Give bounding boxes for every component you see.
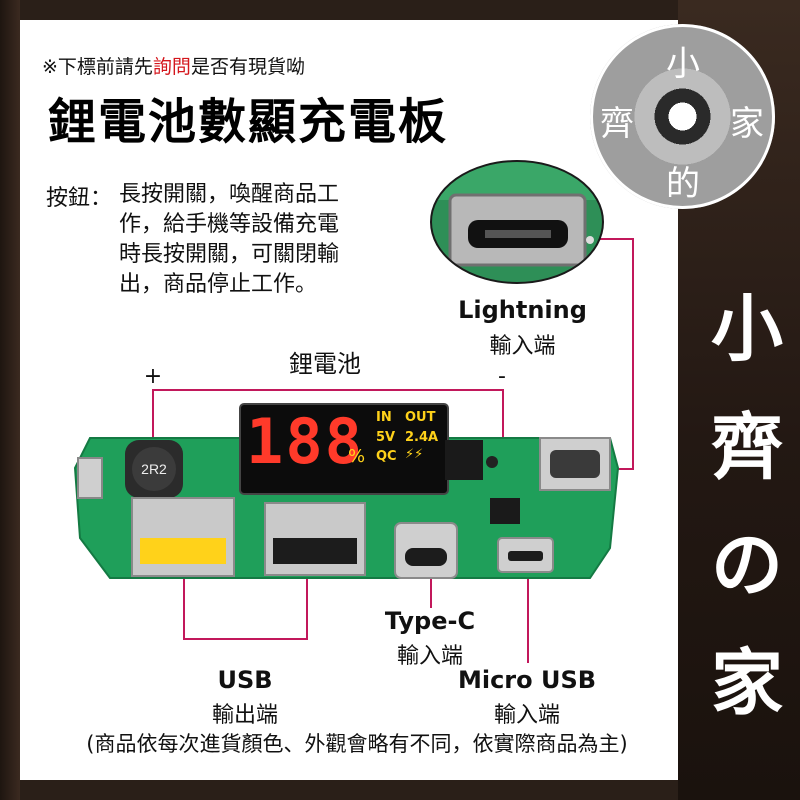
button-description: 長按開關，喚醒商品工 作，給手機等設備充電 時長按開關，可關閉輸 出，商品停止工…	[119, 180, 419, 300]
battery-plus: +	[143, 364, 163, 389]
display-out: OUT	[405, 410, 436, 425]
notice-highlight: 詢問	[152, 56, 191, 78]
button-line-1: 長按開關，喚醒商品工	[119, 182, 340, 207]
usb-line-bottom	[183, 638, 308, 640]
button-line-4: 出，商品停止工作。	[119, 272, 318, 297]
usb-port-yellow	[131, 497, 235, 577]
brand-logo: 小 齊 家 的	[590, 24, 775, 209]
typec-sub: 輸入端	[396, 644, 463, 669]
brand-char-2: 齊	[710, 405, 783, 489]
display-bolt-icon: ⚡⚡	[405, 447, 424, 462]
usb-sub: 輸出端	[211, 703, 278, 728]
brand-vertical-text: 小 齊 の 家	[700, 270, 794, 742]
button-line-2: 作，給手機等設備充電	[119, 212, 340, 237]
usb-line-left	[183, 578, 185, 640]
lightning-line-bottom	[606, 468, 634, 470]
display-qc: QC	[376, 449, 397, 464]
micro-usb-label: Micro USB	[457, 666, 597, 694]
product-title: 鋰電池數顯充電板	[48, 94, 449, 150]
pcb-board: 2R2	[73, 403, 620, 579]
lightning-label: Lightning	[458, 296, 587, 324]
white-panel	[20, 20, 678, 780]
footer-disclaimer: (商品依每次進貨顏色、外觀會略有不同，依實際商品為主)	[86, 732, 628, 756]
logo-char-left: 齊	[600, 104, 634, 144]
display-digits: 188	[246, 405, 364, 478]
lightning-line-top	[598, 238, 634, 240]
display-5v: 5V	[376, 430, 396, 445]
battery-line-top	[152, 389, 504, 391]
micro-line	[527, 578, 529, 663]
port-zoom-inset	[430, 160, 604, 284]
logo-char-top: 小	[666, 44, 700, 84]
battery-line-left	[152, 389, 154, 449]
battery-line-right	[502, 389, 504, 444]
inductor-label: 2R2	[141, 461, 167, 477]
battery-label: 鋰電池	[289, 350, 361, 378]
button-label: 按鈕：	[46, 186, 113, 211]
typec-line	[430, 578, 432, 608]
lightning-sub: 輸入端	[489, 334, 556, 359]
button-line-3: 時長按開關，可關閉輸	[119, 242, 340, 267]
battery-minus: -	[498, 364, 506, 389]
brand-char-4: 家	[710, 641, 783, 725]
logo-char-bottom: 的	[666, 164, 700, 204]
lightning-line-vertical	[632, 238, 634, 470]
order-notice: ※下標前請先詢問是否有現貨呦	[42, 52, 305, 79]
brand-char-1: 小	[710, 287, 783, 371]
notice-prefix: ※下標前請先	[42, 56, 153, 78]
left-frame	[0, 0, 20, 800]
typec-label: Type-C	[384, 607, 476, 635]
notice-suffix: 是否有現貨呦	[190, 56, 305, 78]
logo-char-right: 家	[730, 104, 764, 144]
brand-char-3: の	[710, 523, 783, 607]
display-percent: %	[348, 446, 366, 467]
side-switch	[77, 457, 103, 499]
usb-line-right	[306, 578, 308, 640]
display-24a: 2.4A	[405, 430, 439, 445]
micro-usb-sub: 輸入端	[493, 703, 560, 728]
display-in: IN	[376, 410, 392, 425]
usb-label: USB	[217, 666, 273, 694]
